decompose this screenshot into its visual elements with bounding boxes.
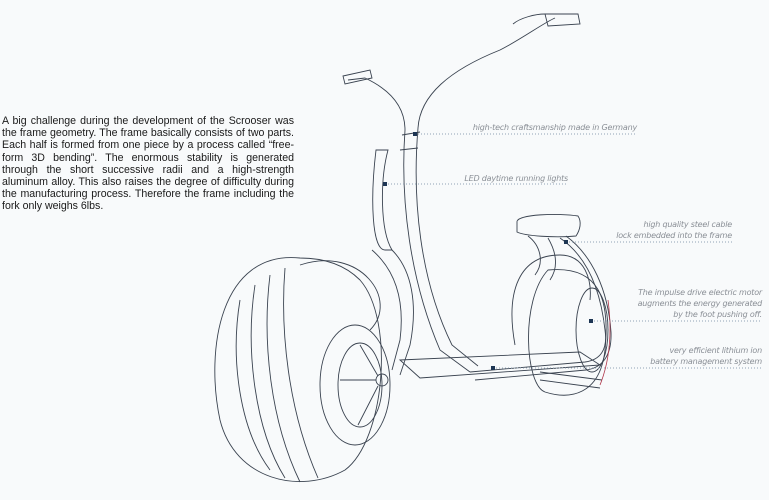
front-wheel [214, 257, 391, 483]
annotation-led-lights: LED daytime running lights [464, 173, 568, 184]
annotation-line: high-tech craftsmanship made in Germany [472, 123, 637, 132]
rear-frame [469, 235, 612, 381]
annotation-line: by the foot pushing off. [673, 310, 762, 319]
annotation-line: The impulse drive electric motor [638, 288, 762, 297]
annotation-line: augments the energy generated [637, 299, 763, 308]
annotation-line: battery management system [650, 357, 762, 366]
annotation-leaders [385, 133, 762, 369]
annotation-craftsmanship: high-tech craftsmanship made in Germany [473, 122, 637, 133]
annotation-battery: very efficient lithium ion battery manag… [650, 345, 762, 367]
annotation-line: lock embedded into the frame [616, 231, 732, 240]
deck [398, 351, 602, 379]
rear-wheel [528, 269, 609, 396]
annotation-cable-lock: high quality steel cable lock embedded i… [616, 219, 732, 241]
front-fork [371, 249, 414, 376]
annotation-markers [383, 132, 593, 370]
annotation-line: very efficient lithium ion [669, 346, 762, 355]
intro-paragraph: A big challenge during the development o… [2, 115, 294, 213]
annotation-electric-motor: The impulse drive electric motor augment… [637, 287, 763, 320]
seat [516, 213, 581, 281]
annotation-line: LED daytime running lights [464, 174, 568, 183]
steering-column [372, 127, 479, 373]
handlebar [342, 13, 581, 131]
annotation-line: high quality steel cable [643, 220, 732, 229]
rear-fender [511, 254, 591, 346]
